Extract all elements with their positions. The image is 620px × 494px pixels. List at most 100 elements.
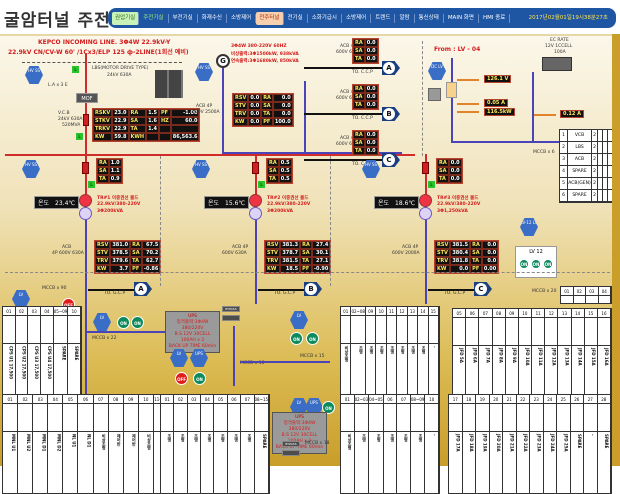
hv-ss-icon[interactable]: HV SS [25, 66, 43, 84]
breaker-spec [138, 404, 153, 432]
load-name: CPS U4 17,500 [46, 346, 52, 379]
load-name: JFD 25A [563, 434, 569, 452]
status-on-4: ON [306, 332, 319, 345]
divider [422, 41, 423, 156]
breaker-spec [68, 316, 80, 344]
nav-item-11[interactable]: 통신상태 [415, 13, 444, 23]
gen-hex-icon[interactable]: HV SS [195, 63, 213, 81]
gen-acb-rating: 600V 2500A [192, 110, 220, 115]
lv-hex-icon[interactable]: LV [12, 290, 30, 308]
nav-item-2[interactable]: 부전기실 [169, 13, 198, 23]
meter-cell: STV [95, 249, 111, 257]
nav-item-13[interactable]: HMI 종료 [479, 13, 511, 23]
tr-link-C[interactable]: C [474, 282, 492, 296]
tr-hex-icon[interactable]: HV SS [192, 160, 210, 178]
vcb-breaker[interactable] [83, 114, 89, 126]
lv12-panel[interactable]: LV 12 ON ON ON [515, 246, 557, 278]
column-header: 02~03 [354, 397, 369, 404]
lv-hex-icon-2[interactable]: LV [93, 313, 111, 331]
feeder-line [304, 67, 384, 69]
load-name: 비상조명 [347, 434, 353, 450]
breaker-spec [397, 316, 407, 344]
column-header: 18 [462, 395, 475, 404]
nav-item-8[interactable]: 소방제어 [342, 13, 372, 23]
nav-item-7[interactable]: 소화기급시 [308, 13, 342, 23]
meter-cell: 1.4 [146, 125, 159, 133]
nav-item-0[interactable]: 권업기실 [112, 11, 140, 25]
meter-cell: 1.5 [146, 109, 159, 117]
nav-item-6[interactable]: 전기실 [284, 13, 308, 23]
meter-cell: 0.0 [364, 39, 378, 47]
ups-lv-hex[interactable]: LV [170, 349, 188, 367]
tr-vcb-breaker[interactable] [82, 162, 89, 174]
ctrl-buttons[interactable] [155, 70, 183, 98]
mof-box[interactable]: MOF [76, 93, 98, 103]
tr-link-B[interactable]: B [304, 282, 322, 296]
breaker-spec [466, 318, 479, 346]
meter-cell: RA [128, 109, 147, 117]
generator-icon[interactable]: G [216, 54, 230, 68]
feeder-link-C[interactable]: C [382, 153, 400, 167]
ups-1-bypass-button[interactable]: BYPASS [222, 306, 240, 312]
column-header: 21 [503, 395, 516, 404]
column-header: 20 [489, 395, 502, 404]
ups-ups-hex[interactable]: UPS [190, 349, 208, 367]
dc-device-box[interactable] [428, 88, 441, 101]
feeder-link-B[interactable]: B [382, 107, 400, 121]
battery-rack[interactable] [542, 57, 572, 71]
nav-item-3[interactable]: 화재수신 [198, 13, 227, 23]
column-header: 06 [383, 395, 397, 404]
load-name: 조명 [358, 346, 364, 354]
meter-cell: TA [261, 110, 273, 118]
ups-2-bypass-button[interactable]: BYPASS [282, 441, 300, 447]
meter-cell: TRV [233, 110, 249, 118]
ups-2-aux-button[interactable] [282, 450, 300, 456]
lv12-hex-icon[interactable]: LV-12 LV [520, 218, 538, 236]
nav-item-5[interactable]: 전주터널 [256, 11, 284, 25]
tr-vcb-breaker[interactable] [252, 162, 259, 174]
column-header: 03 [33, 395, 48, 404]
ups-line [233, 326, 235, 386]
nav-item-10[interactable]: 알람 [395, 13, 415, 23]
nav-item-4[interactable]: 소방제어 [227, 13, 257, 23]
load-name: JFD 6A [472, 348, 478, 363]
load-name: JFD 17A [455, 434, 461, 452]
tr-hv-line [255, 154, 257, 214]
tr-delta-icon [79, 194, 92, 207]
column-header: 13 [407, 307, 418, 316]
nav-item-9[interactable]: 트렌드 [371, 13, 396, 23]
nav-item-12[interactable]: MAIN 화면 [444, 13, 479, 23]
ups-2[interactable]: UPS 정격출력:3Φ4W 380/220V B.S 12V 30CELL 10… [272, 412, 327, 454]
tr-lv-line [85, 214, 87, 304]
dc-table-cell: VCB [568, 130, 592, 141]
tr-link-A[interactable]: A [134, 282, 152, 296]
tr-hex-icon[interactable]: HV SS [22, 160, 40, 178]
lv-hex-icon-3[interactable]: LV [290, 311, 308, 329]
ups2-ups-hex[interactable]: UPS [305, 398, 323, 416]
ups-1[interactable]: UPS 정격출력:3Φ4W 380/220V B.S 12V 30CELL 10… [165, 311, 220, 353]
tr-vcb-breaker[interactable] [422, 162, 429, 174]
meter-cell: TA [130, 257, 142, 265]
column-header: 07 [397, 395, 410, 404]
datetime: 2017년02월01일19시38분27초 [528, 14, 608, 21]
dc-table-cell [603, 166, 608, 177]
column-header: 02 [18, 395, 33, 404]
nav-item-1[interactable]: 주전기실 [139, 13, 169, 23]
column-header: 09 [505, 309, 518, 318]
ups-1-aux-button[interactable] [222, 315, 240, 321]
feeder-link-A[interactable]: A [382, 61, 400, 75]
vcb-label: V.C.B [58, 111, 70, 116]
tr-hex-icon[interactable]: HV SS [362, 160, 380, 178]
ups2-lv-hex[interactable]: LV [290, 398, 308, 416]
dc-hex-icon[interactable]: DC LV [428, 62, 446, 80]
column-header: 02 [573, 287, 585, 296]
rectifier-icon[interactable] [446, 82, 457, 98]
